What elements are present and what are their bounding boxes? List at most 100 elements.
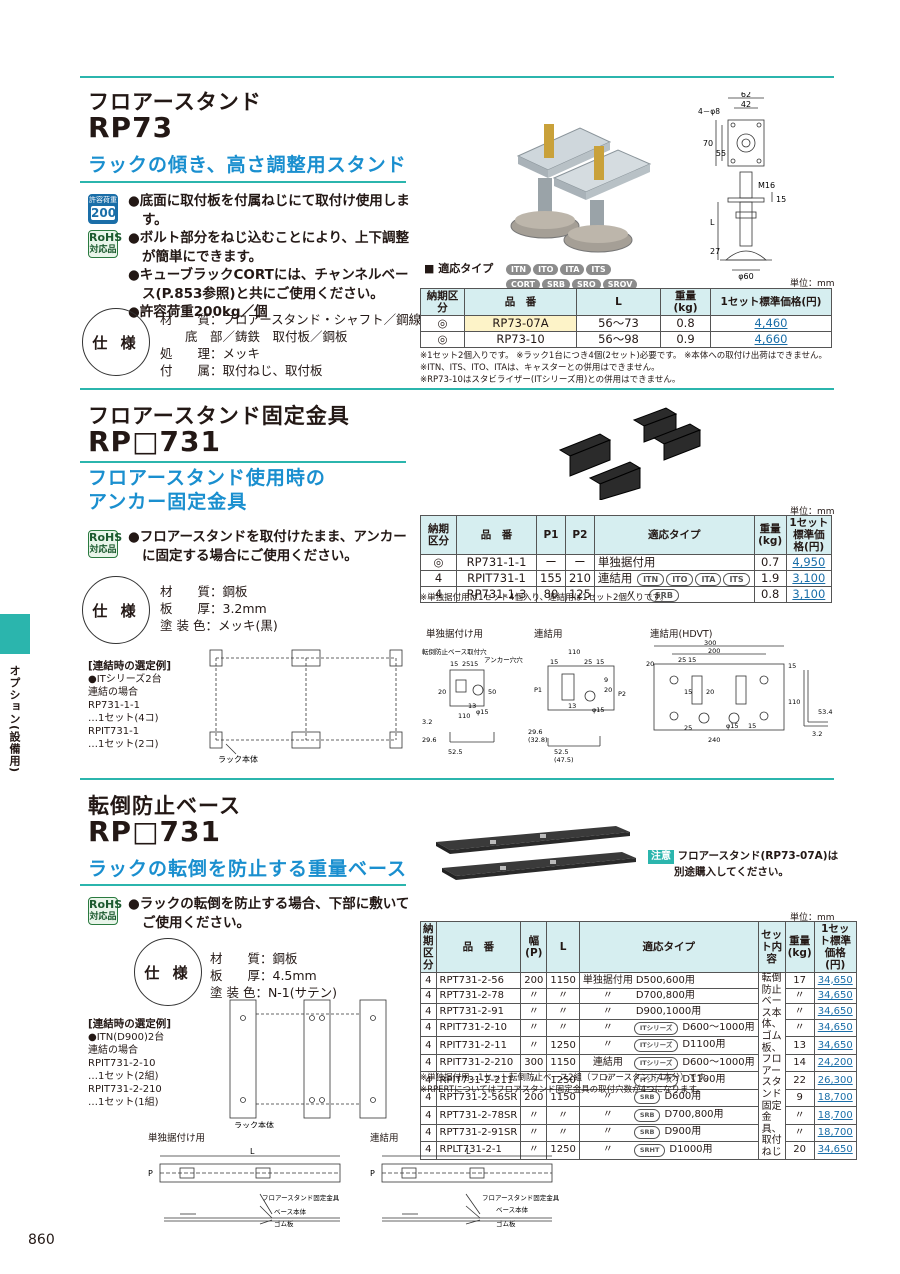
svg-text:20: 20 — [438, 688, 446, 696]
spec-label: 仕 様 — [82, 308, 150, 376]
base-layout-diagram: ラック本体 — [229, 999, 387, 1128]
svg-text:φ15: φ15 — [726, 722, 739, 730]
single-bracket-drawing: 転倒防止ベース取付穴 アンカー穴穴 15 25 15 20 50 13 φ15 … — [422, 647, 523, 756]
spec-label: 仕 様 — [82, 576, 150, 644]
svg-text:アンカー穴穴: アンカー穴穴 — [484, 655, 523, 664]
table-notes: ※単独据付用は1セット4個入り、連結用は1セット2個入りです。 — [420, 593, 669, 603]
type-pill: ITO — [533, 264, 559, 275]
svg-text:15: 15 — [788, 662, 796, 670]
svg-text:110: 110 — [568, 648, 580, 656]
diagram-title: 単独据付け用 — [148, 1133, 206, 1144]
diagram-title: 連結用(HDVT) — [650, 629, 713, 640]
table-row: ◎ RP73-10 56〜98 0.9 4,660 — [420, 331, 832, 348]
svg-text:25: 25 — [584, 658, 592, 666]
type-pill: SRB — [633, 1126, 661, 1140]
dim-label: M16 — [758, 181, 775, 190]
caution-tag: 注意 — [648, 850, 674, 864]
svg-text:15: 15 — [470, 660, 478, 668]
svg-text:13: 13 — [468, 702, 476, 710]
dim-label: 70 — [703, 139, 713, 148]
selection-example: [連結時の選定例] ●ITN(D900)2台 連結の場合 RPIT731-2-1… — [88, 1018, 172, 1108]
svg-text:ベース本体: ベース本体 — [496, 1205, 529, 1214]
subtitle-rule — [80, 181, 406, 183]
svg-text:15: 15 — [450, 660, 458, 668]
svg-text:25: 25 — [462, 660, 470, 668]
type-pill: SRB — [633, 1091, 661, 1105]
table-notes: ※単独据付用…1セット転倒防止ベース2組（フロアースタンド4本分）です。 ※RP… — [420, 1073, 714, 1095]
type-pill: ITS — [723, 573, 750, 586]
svg-text:20: 20 — [646, 660, 654, 668]
subtitle-rule — [80, 884, 406, 886]
dim-label: φ60 — [738, 272, 753, 281]
dim-label: L — [250, 1147, 255, 1156]
diagram-title: 連結用 — [534, 629, 563, 640]
svg-text:φ15: φ15 — [476, 708, 489, 716]
rack-label: ラック本体 — [218, 754, 258, 764]
section-subtitle: ラックの転倒を防止する重量ベース — [88, 858, 408, 880]
section-subtitle: ラックの傾き、高さ調整用スタンド — [88, 154, 407, 176]
diagram-title: 単独据付け用 — [426, 629, 484, 640]
anti-tip-base-photo — [436, 826, 636, 880]
model-number: RP73 — [88, 111, 174, 144]
table-row: ◎ RP731-1-1 ー ー 単独据付用 0.7 4,950 — [420, 554, 833, 571]
svg-text:50: 50 — [488, 688, 496, 696]
spec-label: 仕 様 — [134, 938, 202, 1006]
svg-text:フロアースタンド固定金具: フロアースタンド固定金具 — [482, 1193, 560, 1202]
svg-text:15: 15 — [748, 722, 756, 730]
anti-tip-base-table: 納期区分 品 番 幅(P) L 適応タイプ セット内容 重量(kg) 1セット標… — [420, 921, 857, 1160]
svg-text:25: 25 — [684, 724, 692, 732]
type-pill: ITO — [666, 573, 694, 586]
svg-text:110: 110 — [458, 712, 470, 720]
svg-text:25: 25 — [678, 656, 686, 664]
svg-text:ベース本体: ベース本体 — [274, 1207, 307, 1216]
diagram-title: 連結用 — [370, 1133, 399, 1144]
svg-text:(32.8): (32.8) — [528, 736, 548, 744]
type-pill: ITN — [637, 573, 665, 586]
floor-stand-photo — [510, 124, 652, 253]
type-pill: SRO — [571, 279, 601, 290]
type-pill: ITN — [506, 264, 532, 275]
model-number: RP□731 — [88, 425, 221, 458]
type-pill: ITA — [695, 573, 722, 586]
svg-text:(47.5): (47.5) — [554, 756, 574, 764]
model-number: RP□731 — [88, 815, 221, 848]
type-pill: SRHT — [633, 1143, 666, 1157]
svg-text:ゴム板: ゴム板 — [496, 1219, 516, 1228]
type-pill: SRB — [541, 279, 570, 290]
table-row: 4 RP731-1-3 80 125 〃 SRB 0.8 3,100 — [420, 586, 833, 603]
caution-note: 注意 フロアースタンド(RP73-07A)は 別途購入してください。 — [648, 848, 838, 880]
dim-label: P — [370, 1169, 375, 1178]
subtitle-rule — [80, 461, 406, 463]
hdvt-bracket-drawing: 300 200 20 25 15 15 20 φ15 15 110 25 240… — [646, 640, 832, 744]
section-rule — [80, 388, 834, 390]
svg-text:3.2: 3.2 — [812, 730, 822, 738]
svg-text:200: 200 — [708, 647, 720, 655]
section-title: フロアースタンド — [88, 90, 262, 114]
anchor-bracket-photo — [558, 407, 702, 500]
svg-text:300: 300 — [704, 640, 716, 647]
type-pill: ITシリーズ — [633, 1021, 679, 1035]
section-rule — [80, 778, 834, 780]
type-pill: ITS — [586, 264, 611, 275]
type-pill: ITシリーズ — [633, 1039, 679, 1053]
feature-item: ●ボルト部分をねじ込むことにより、上下調整が簡単にできます。 — [128, 230, 409, 265]
selection-example: [連結時の選定例] ●ITシリーズ2台 連結の場合 RP731-1-1 …1セッ… — [88, 660, 172, 750]
sidebar-label: オプション(設備用) — [8, 665, 21, 774]
section-tab — [0, 614, 30, 654]
compatible-types: ■ 適応タイプ — [424, 262, 494, 275]
type-pill: SROV — [602, 279, 638, 290]
section-title: 転倒防止ベース — [88, 794, 241, 818]
dim-label: 42 — [741, 100, 751, 109]
